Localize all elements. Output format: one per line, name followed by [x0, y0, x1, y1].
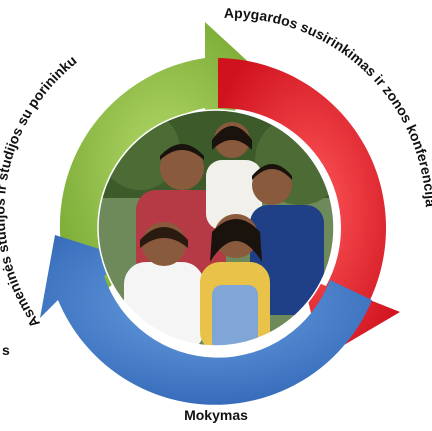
red-cycle-arrow	[218, 58, 400, 358]
blue-cycle-arrow	[40, 235, 372, 405]
label-training: Mokymas	[184, 407, 248, 423]
photo-frame	[97, 109, 335, 347]
stray-mark: s	[2, 342, 10, 358]
green-cycle-arrow	[59, 22, 268, 310]
